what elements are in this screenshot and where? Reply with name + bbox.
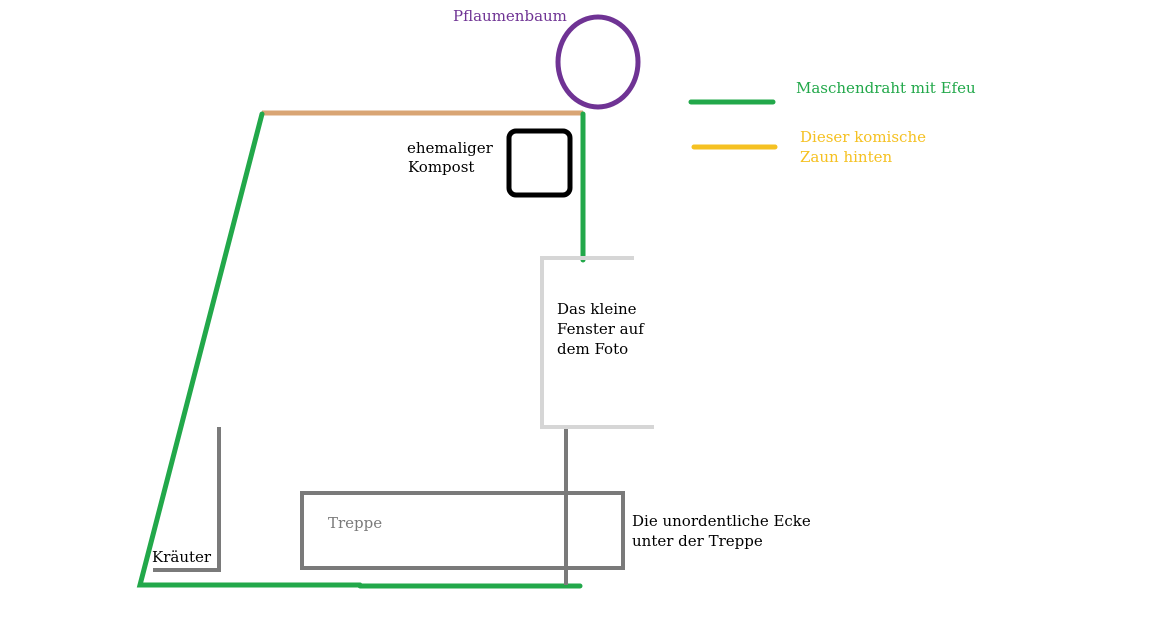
compost-label: ehemaliger [407, 139, 494, 157]
window-label-2: Fenster auf [557, 320, 645, 338]
compost-label-2: Kompost [408, 158, 474, 176]
messy-corner-label-1: Die unordentliche Ecke [632, 512, 811, 530]
legend-mesh-label: Maschendraht mit Efeu [796, 79, 976, 97]
plum-tree-circle [555, 14, 641, 110]
messy-corner-label-2: unter der Treppe [632, 532, 763, 550]
window-outline [540, 256, 654, 429]
stairs-box [300, 491, 625, 570]
mesh-fence-left [136, 111, 363, 588]
window-label-1: Das kleine [557, 300, 637, 318]
herb-bed-outline [153, 427, 221, 572]
stairs-label: Treppe [328, 514, 382, 532]
legend: Maschendraht mit Efeu Dieser komische Za… [688, 79, 976, 166]
compost-box [506, 128, 573, 198]
plum-tree-label: Pflaumenbaum [453, 7, 567, 25]
legend-odd-fence-label-2: Zaun hinten [800, 148, 892, 166]
legend-odd-fence-label-1: Dieser komische [800, 128, 926, 146]
window-label-3: dem Foto [557, 340, 628, 358]
herbs-label: Kräuter [152, 548, 212, 566]
